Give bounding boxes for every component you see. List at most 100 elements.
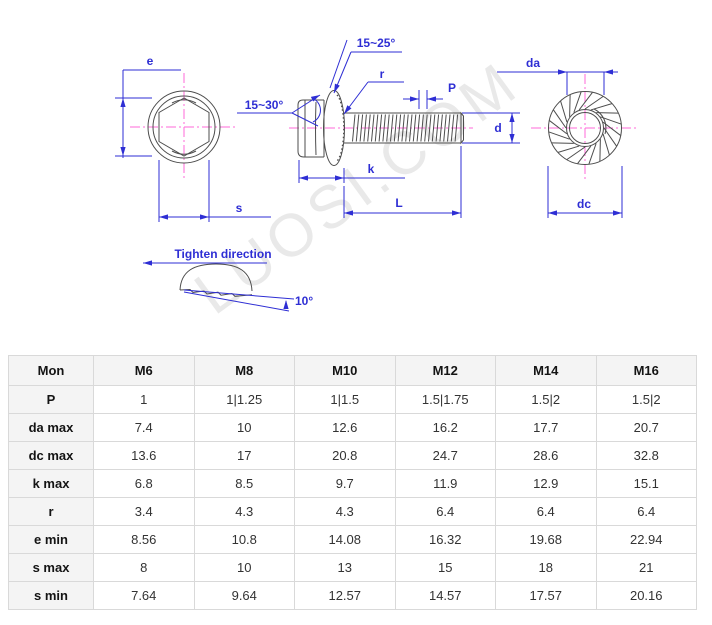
fillet-arc — [593, 108, 607, 135]
table-cell: 14.08 — [294, 525, 396, 554]
table-cell: 6.4 — [595, 497, 697, 526]
row-label: r — [8, 497, 94, 526]
table-cell: 1|1.25 — [193, 385, 295, 414]
table-cell: 20.7 — [595, 413, 697, 442]
table-cell: 13 — [294, 553, 396, 582]
arrowhead — [283, 300, 289, 309]
arrowhead — [509, 134, 515, 143]
table-cell: 1 — [93, 385, 195, 414]
table-cell: 21 — [595, 553, 697, 582]
table-cell: 32.8 — [595, 441, 697, 470]
bore-outer-circle — [566, 109, 604, 147]
label-flange-angle: 15~25° — [357, 36, 396, 50]
table-cell: 6.4 — [394, 497, 496, 526]
arrowhead — [120, 147, 126, 156]
row-label: e min — [8, 525, 94, 554]
table-cell: 6.8 — [93, 469, 195, 498]
back-view: da dc — [497, 56, 639, 218]
tighten-view: Tighten direction 10° — [143, 247, 313, 312]
technical-drawing: e s 15~30° — [115, 36, 639, 312]
table-cell: 15 — [394, 553, 496, 582]
label-e: e — [147, 54, 154, 68]
table-cell: 10 — [193, 553, 295, 582]
dimension-arrowheads — [120, 69, 622, 309]
flange-inner-circle — [152, 95, 216, 159]
arrowhead — [558, 69, 567, 75]
table-cell: 22.94 — [595, 525, 697, 554]
row-label: dc max — [8, 441, 94, 470]
table-cell: 1.5|1.75 — [394, 385, 496, 414]
chamfer-arc-bottom — [171, 150, 197, 155]
flange-angle-line-2 — [329, 39, 348, 89]
table-cell: 20.16 — [595, 581, 697, 610]
table-cell: 13.6 — [93, 441, 195, 470]
table-cell: 17.57 — [495, 581, 597, 610]
table-cell: 7.64 — [93, 581, 195, 610]
label-r: r — [380, 67, 385, 81]
table-cell: 19.68 — [495, 525, 597, 554]
table-cell: 17 — [193, 441, 295, 470]
row-label: da max — [8, 413, 94, 442]
head-angle-leader-2 — [291, 112, 319, 127]
arrowhead — [548, 210, 557, 216]
label-serration-angle: 10° — [295, 294, 313, 308]
table-cell: 9.7 — [294, 469, 396, 498]
label-head-angle: 15~30° — [245, 98, 284, 112]
serration-angle-line-2 — [183, 291, 290, 312]
arrowhead — [613, 210, 622, 216]
table-cell: 12.6 — [294, 413, 396, 442]
side-view: 15~30° 15~25° r P d — [237, 36, 520, 218]
col-header-M8: M8 — [193, 355, 295, 386]
table-cell: 9.64 — [193, 581, 295, 610]
flange-outer-circle — [147, 90, 221, 164]
arrowhead — [509, 113, 515, 122]
label-s: s — [236, 201, 243, 215]
col-header-M6: M6 — [93, 355, 195, 386]
table-cell: 10 — [193, 413, 295, 442]
head-outline — [297, 99, 324, 158]
arrowhead — [344, 105, 352, 114]
table-cell: 8.56 — [93, 525, 195, 554]
col-header-M16: M16 — [595, 355, 697, 386]
arrowhead — [334, 83, 340, 93]
hexagon-outline — [158, 97, 210, 157]
serration-lines — [548, 91, 622, 165]
col-header-M12: M12 — [394, 355, 496, 386]
head-facet-2 — [315, 101, 317, 156]
table-cell: 15.1 — [595, 469, 697, 498]
table-cell: 10.8 — [193, 525, 295, 554]
chamfer-arc-top — [171, 99, 197, 104]
arrowhead — [120, 98, 126, 107]
arrowhead — [604, 69, 613, 75]
table-cell: 16.32 — [394, 525, 496, 554]
table-cell: 24.7 — [394, 441, 496, 470]
table-cell: 1.5|2 — [595, 385, 697, 414]
arrowhead — [344, 210, 353, 216]
col-header-M10: M10 — [294, 355, 396, 386]
arrowhead — [310, 95, 320, 102]
label-k: k — [368, 162, 375, 176]
table-cell: 4.3 — [193, 497, 295, 526]
arrowhead — [410, 96, 419, 102]
table-cell: 28.6 — [495, 441, 597, 470]
head-angle-arc — [312, 98, 321, 123]
label-p: P — [448, 81, 456, 95]
flange-serration-dots — [336, 94, 345, 162]
arrowhead — [143, 260, 152, 266]
table-cell: 11.9 — [394, 469, 496, 498]
bore-inner-circle — [569, 112, 601, 144]
arrowhead — [200, 214, 209, 220]
table-cell: 8 — [93, 553, 195, 582]
table-cell: 18 — [495, 553, 597, 582]
